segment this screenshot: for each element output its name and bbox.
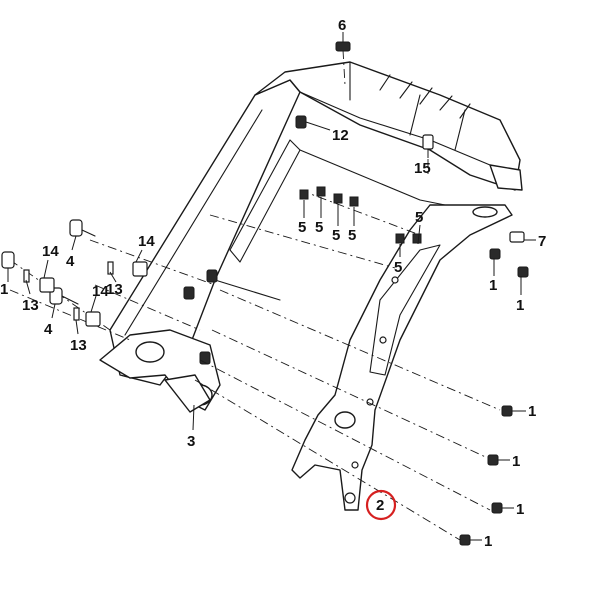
callout-13b: 13 xyxy=(22,297,39,314)
highlight-ring xyxy=(365,489,397,521)
callout-1g: 1 xyxy=(0,281,8,298)
callout-1f: 1 xyxy=(484,533,492,550)
fasteners xyxy=(1,41,529,546)
callout-6: 6 xyxy=(338,17,346,34)
bracket-plate xyxy=(291,204,513,511)
callout-12: 12 xyxy=(332,127,349,144)
callout-1b: 1 xyxy=(516,297,524,314)
callout-5f: 5 xyxy=(394,259,402,276)
callout-15: 15 xyxy=(414,160,431,177)
callout-labels: 6 12 15 5 5 5 5 5 5 7 1 1 1 1 1 1 1 2 3 … xyxy=(0,17,546,550)
leader-lines xyxy=(7,32,536,541)
callout-5b: 5 xyxy=(315,219,323,236)
callout-5a: 5 xyxy=(298,219,306,236)
callout-4a: 4 xyxy=(66,253,75,270)
callout-13a: 13 xyxy=(106,281,123,298)
callout-13c: 13 xyxy=(70,337,87,354)
callout-5d: 5 xyxy=(348,227,356,244)
callout-1c: 1 xyxy=(528,403,536,420)
callout-1e: 1 xyxy=(516,501,524,518)
alignment-lines xyxy=(9,49,501,541)
callout-3: 3 xyxy=(187,433,195,450)
callout-5e: 5 xyxy=(415,209,423,226)
callout-14c: 14 xyxy=(92,283,109,300)
callout-7: 7 xyxy=(538,233,546,250)
callout-14b: 14 xyxy=(42,243,59,260)
callout-1d: 1 xyxy=(512,453,520,470)
callout-5c: 5 xyxy=(332,227,340,244)
callout-1a: 1 xyxy=(489,277,497,294)
callout-2: 2 xyxy=(376,497,384,514)
callout-4b: 4 xyxy=(44,321,53,338)
callout-14a: 14 xyxy=(138,233,155,250)
swing-arm-frame xyxy=(99,61,523,413)
